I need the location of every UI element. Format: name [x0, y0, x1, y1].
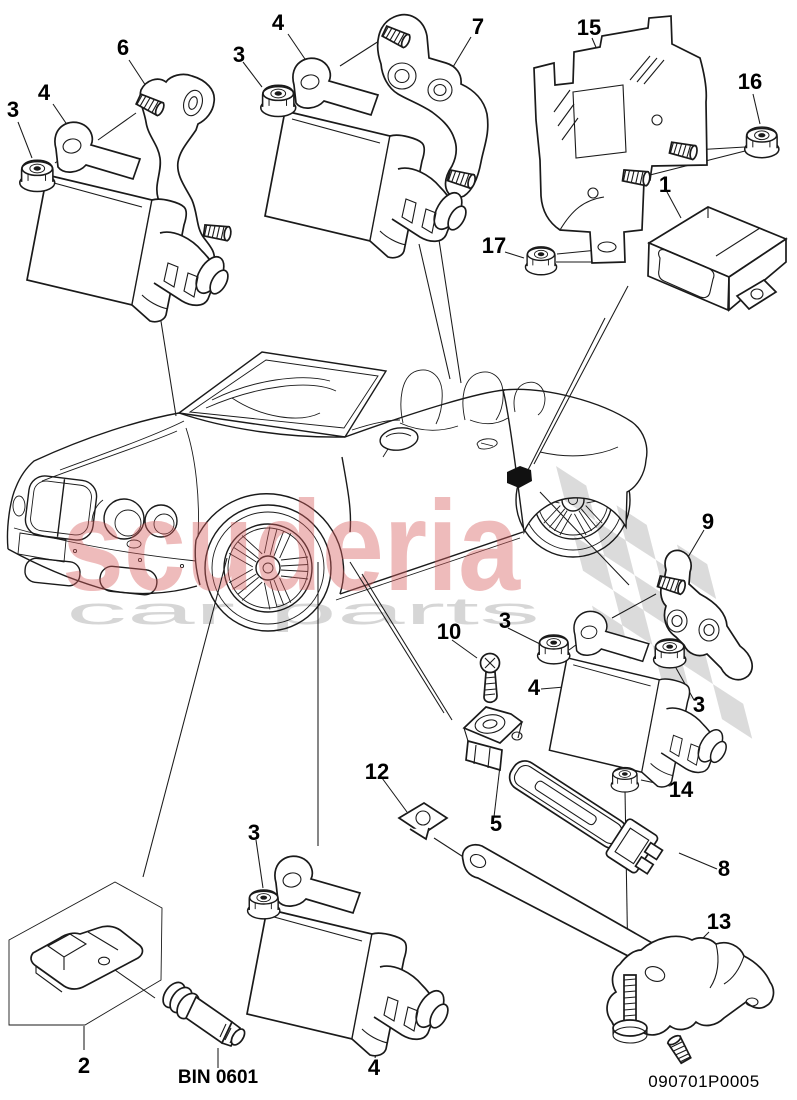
part-callout-3: 3	[498, 608, 512, 633]
sensor-module-4-bottom	[246, 855, 453, 1057]
nut-3e	[246, 889, 281, 920]
part-callout-9: 9	[701, 509, 715, 534]
part-callout-6: 6	[116, 35, 130, 60]
windshield	[177, 351, 388, 438]
bracket-15	[533, 15, 708, 264]
cockpit-interior	[351, 369, 546, 458]
screw-10	[479, 652, 501, 704]
part-callout-12: 12	[364, 759, 390, 784]
part-callout-15: 15	[576, 15, 602, 40]
car-illustration	[6, 351, 648, 632]
drawing-number-label: 090701P0005	[648, 1072, 760, 1091]
part-callout-3: 3	[232, 42, 246, 67]
part-callout-10: 10	[436, 619, 462, 644]
nut-3c	[536, 634, 571, 665]
nut-3d	[652, 638, 687, 669]
valve-stem	[162, 981, 246, 1048]
part-callout-5: 5	[489, 811, 503, 836]
part-callout-3: 3	[6, 97, 20, 122]
headlights	[91, 498, 178, 549]
part-callout-4: 4	[367, 1055, 381, 1080]
sensor-module-4-front-left	[26, 121, 233, 323]
watermark-brand-text: scuderia	[62, 475, 521, 618]
antenna-8	[508, 760, 664, 875]
door-seam	[341, 456, 352, 533]
part-callout-14: 14	[668, 777, 694, 802]
mount-location-marker	[507, 466, 532, 488]
part-callout-4: 4	[271, 10, 285, 35]
front-grille	[24, 475, 98, 541]
control-unit-1	[647, 206, 788, 312]
part-callout-1: 1	[658, 172, 672, 197]
clip-12	[397, 801, 449, 841]
part-callout-3: 3	[692, 692, 706, 717]
door-handle	[476, 438, 498, 450]
part-callout-4: 4	[37, 80, 51, 105]
part-callout-2: 2	[77, 1053, 91, 1078]
front-bumper	[13, 527, 225, 596]
nut-3a	[18, 159, 56, 193]
nut-17	[524, 246, 558, 276]
holder-5	[462, 706, 524, 772]
part-callout-8: 8	[717, 856, 731, 881]
part-callout-16: 16	[737, 69, 763, 94]
part-callout-4: 4	[527, 675, 541, 700]
front-wheel	[204, 504, 332, 632]
bracket-7	[376, 13, 489, 199]
nut-14	[610, 766, 640, 793]
tire-sensor-2-group	[8, 881, 246, 1048]
nut-3b	[259, 84, 297, 118]
part-callout-7: 7	[471, 14, 485, 39]
part-callout-13: 13	[706, 909, 732, 934]
watermark-subtitle-text: car parts	[66, 591, 540, 633]
part-callout-17: 17	[481, 233, 507, 258]
bracket-9	[656, 549, 753, 681]
part-callout-3: 3	[247, 820, 261, 845]
bin-code-label: BIN 0601	[177, 1067, 259, 1088]
nut-16	[743, 126, 780, 159]
bracket-13	[461, 843, 775, 1065]
